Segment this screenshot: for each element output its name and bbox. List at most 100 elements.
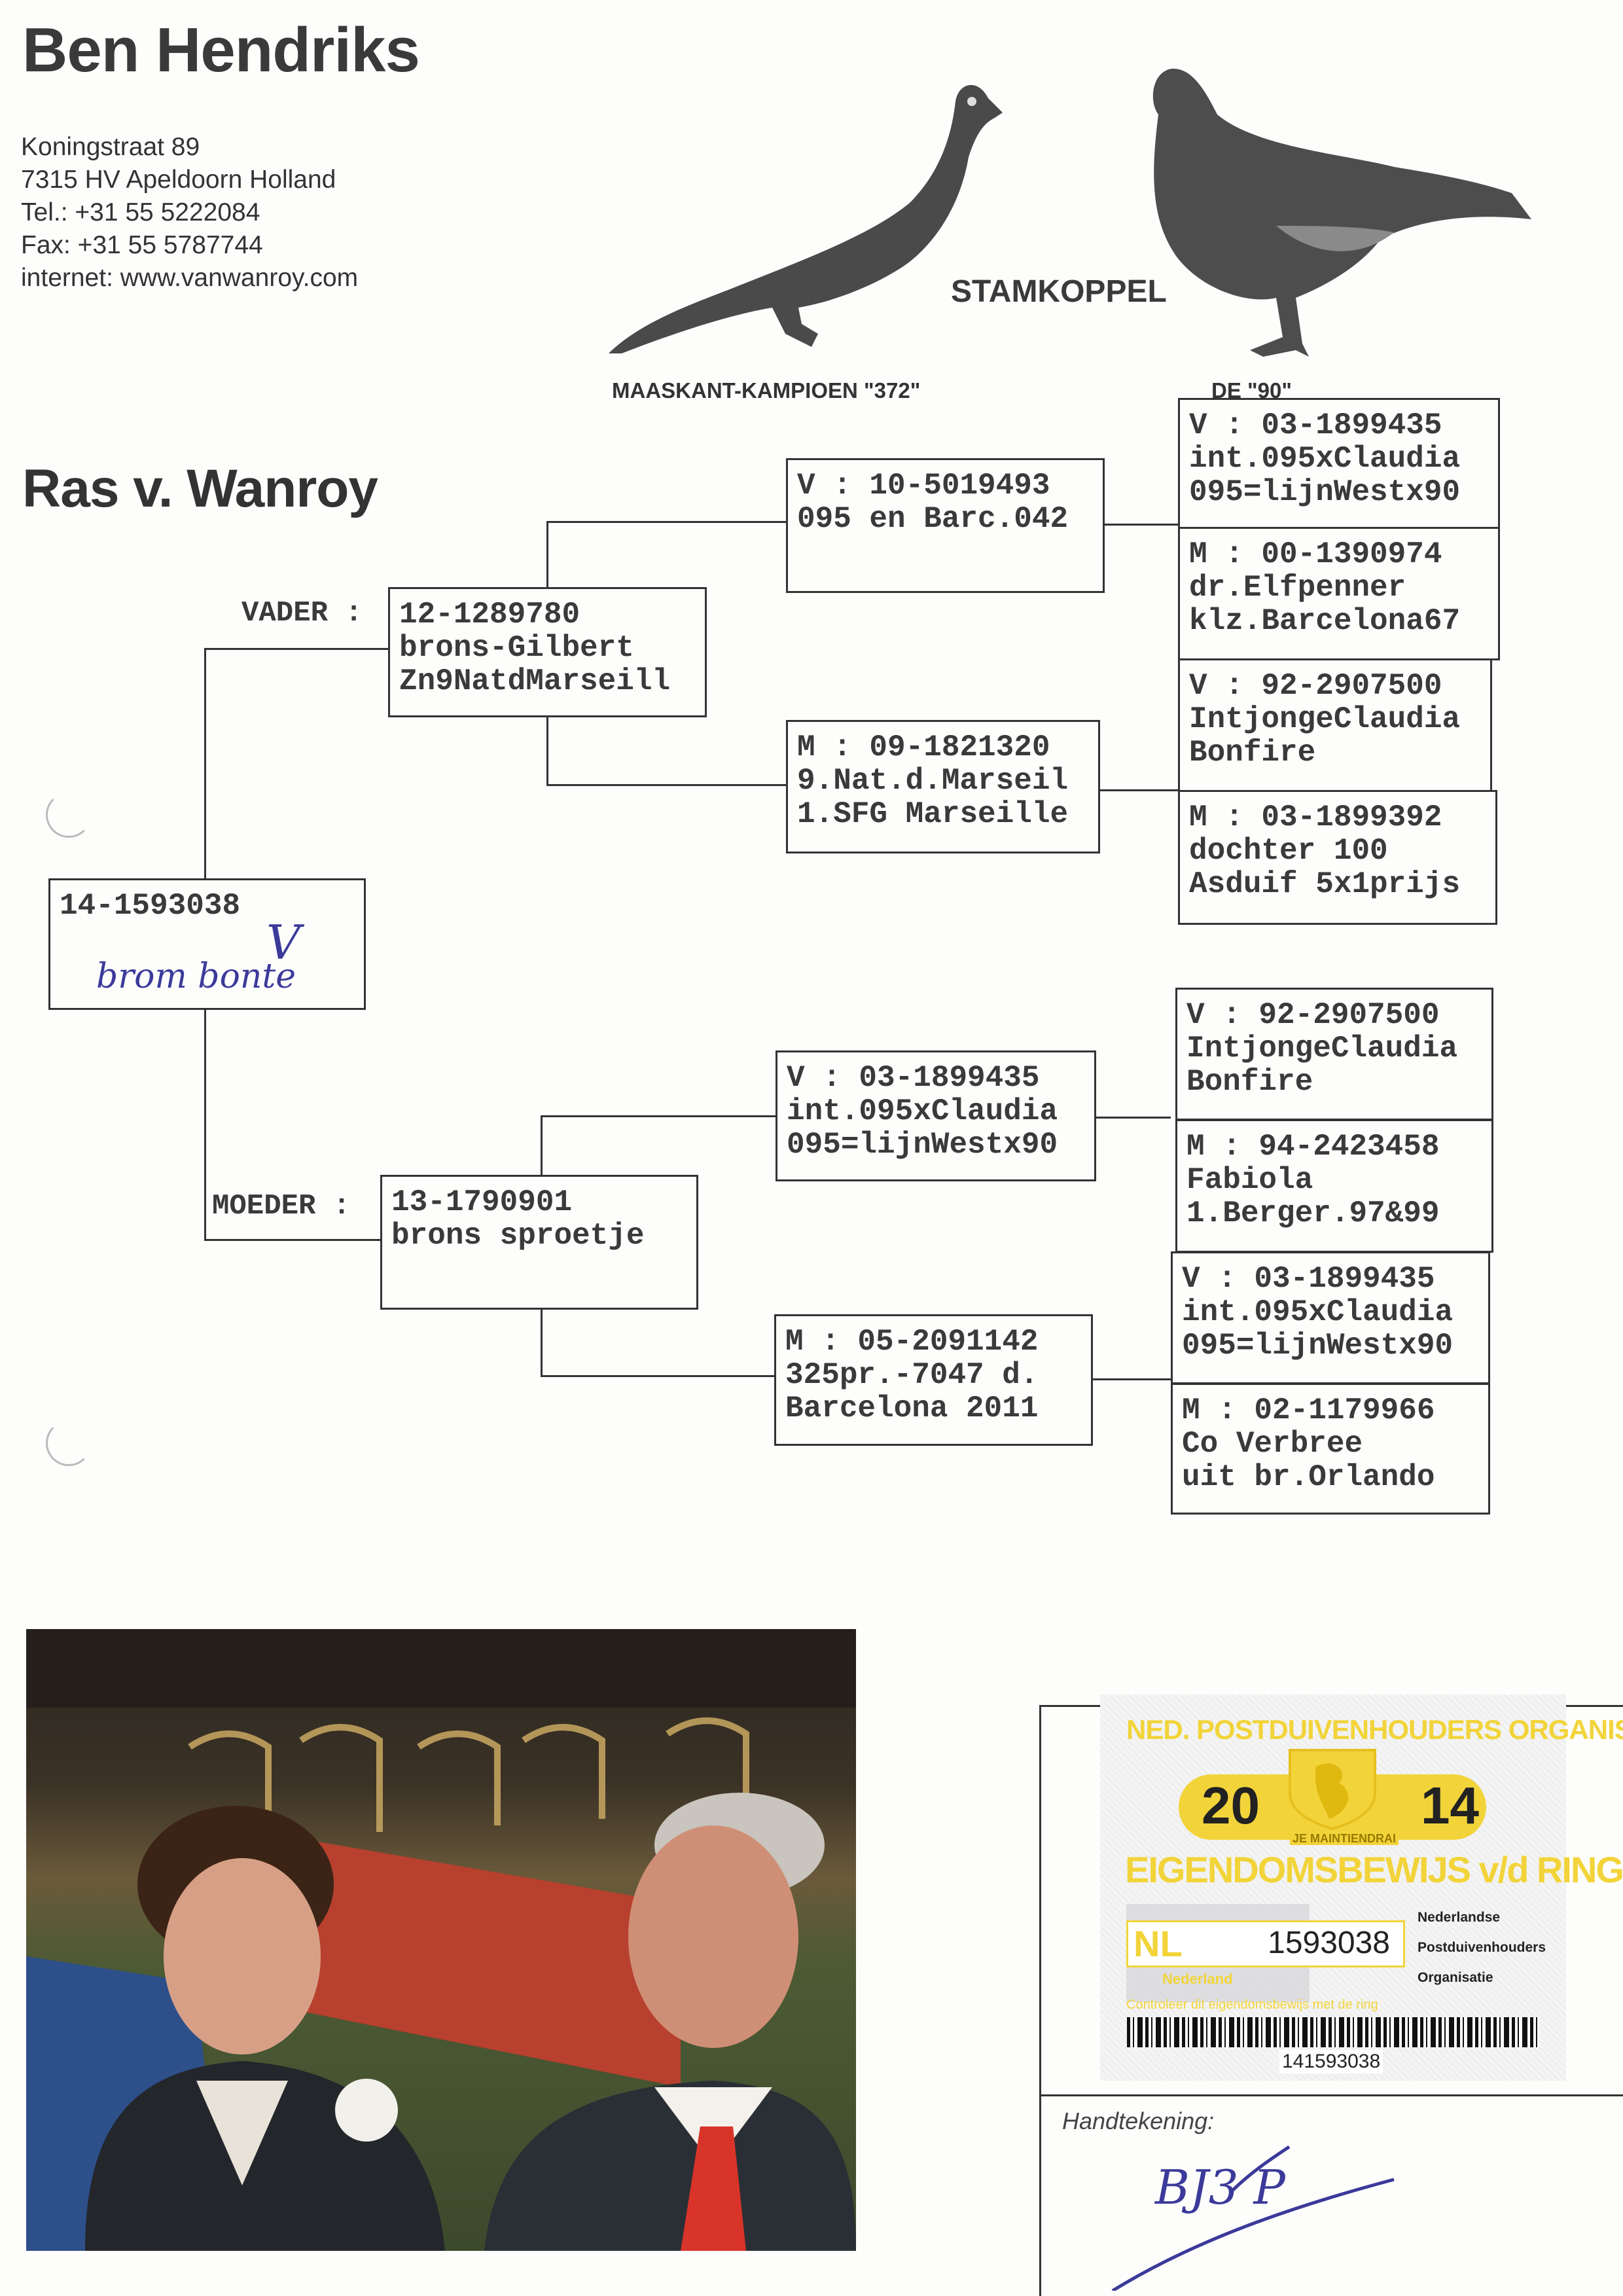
npo-line: Postduivenhouders [1418, 1940, 1546, 1955]
connector-line [204, 648, 388, 650]
pedigree-ff-box: V : 10-5019493 095 en Barc.042 [786, 458, 1105, 593]
punch-hole [46, 792, 92, 838]
map-label: Nederland [1162, 1971, 1233, 1987]
punch-hole [46, 1420, 92, 1466]
pedigree-mff-box: V : 92-2907500 IntjongeClaudia Bonfire [1175, 988, 1493, 1121]
address-city: 7315 HV Apeldoorn Holland [21, 166, 336, 194]
year-left: 20 [1202, 1776, 1260, 1835]
connector-line [546, 717, 548, 785]
pedigree-fm-box: M : 09-1821320 9.Nat.d.Marseil 1.SFG Mar… [786, 720, 1100, 853]
box-line: V : 92-2907500 [1189, 669, 1442, 703]
signature-label: Handtekening: [1062, 2108, 1215, 2134]
pedigree-mm-box: M : 05-2091142 325pr.-7047 d. Barcelona … [774, 1314, 1093, 1446]
box-line: Zn9NatdMarseill [399, 664, 671, 698]
subject-ring: 14-1593038 [60, 889, 241, 923]
box-line: 095=lijnWestx90 [1182, 1329, 1454, 1363]
box-line: dr.Elfpenner [1189, 571, 1406, 605]
ring-number: 1593038 [1268, 1926, 1390, 1960]
box-line: 13-1790901 [391, 1185, 573, 1219]
connector-line [541, 1115, 776, 1117]
address-street: Koningstraat 89 [21, 133, 200, 161]
box-line: int.095xClaudia [1189, 442, 1461, 476]
pedigree-mfm-box: M : 94-2423458 Fabiola 1.Berger.97&99 [1175, 1119, 1493, 1253]
handwritten-check-mark: V [266, 915, 300, 970]
connector-line [1105, 524, 1178, 526]
ring-number-field: NL 1593038 [1126, 1920, 1405, 1967]
pigeon-left-image [609, 84, 1003, 353]
connector-line [204, 1010, 206, 1240]
connector-line [1093, 1378, 1171, 1380]
box-line: Asduif 5x1prijs [1189, 867, 1461, 901]
handwritten-color: brom bonte [96, 957, 296, 996]
box-line: M : 09-1821320 [797, 730, 1050, 764]
box-line: int.095xClaudia [787, 1094, 1058, 1128]
npo-line: Nederlandse [1418, 1910, 1501, 1925]
box-line: 1.Berger.97&99 [1186, 1196, 1440, 1230]
check-instruction: Controleer dit eigendomsbewijs met de ri… [1126, 1998, 1378, 2012]
connector-line [546, 784, 786, 786]
pedigree-father-box: 12-1289780 brons-Gilbert Zn9NatdMarseill [388, 587, 707, 717]
box-line: V : 03-1899435 [1182, 1262, 1435, 1296]
pedigree-mmm-box: M : 02-1179966 Co Verbree uit br.Orlando [1171, 1383, 1490, 1515]
pedigree-mmf-box: V : 03-1899435 int.095xClaudia 095=lijnW… [1171, 1251, 1490, 1384]
barcode-number: 141593038 [1279, 2050, 1383, 2073]
box-line: Barcelona 2011 [785, 1391, 1039, 1426]
address-phone: Tel.: +31 55 5222084 [21, 198, 260, 226]
box-line: uit br.Orlando [1182, 1460, 1435, 1494]
breeder-couple-photo [26, 1629, 856, 2251]
handwritten-signature: BJ3 P [1155, 2160, 1285, 2215]
pedigree-fmm-box: M : 03-1899392 dochter 100 Asduif 5x1pri… [1178, 790, 1497, 925]
box-line: M : 00-1390974 [1189, 537, 1442, 571]
address-fax: Fax: +31 55 5787744 [21, 231, 263, 259]
mother-label: MOEDER : [212, 1190, 351, 1223]
ring-ownership-certificate: NED. POSTDUIVENHOUDERS ORGANISATIE 20 14… [1100, 1695, 1623, 2081]
breeder-address: Koningstraat 89 7315 HV Apeldoorn Hollan… [21, 131, 358, 295]
frame-line [1039, 2094, 1623, 2096]
connector-line [541, 1375, 775, 1377]
certificate-title: EIGENDOMSBEWIJS v/d RING [1125, 1849, 1623, 1890]
connector-line [546, 521, 786, 523]
box-line: Co Verbree [1182, 1427, 1363, 1461]
photo-illustration [26, 1629, 856, 2251]
box-line: Bonfire [1186, 1065, 1313, 1099]
box-line: 095 en Barc.042 [797, 502, 1069, 536]
connector-line [1096, 1117, 1171, 1119]
connector-line [541, 1310, 543, 1376]
barcode [1127, 2017, 1539, 2047]
box-line: V : 03-1899435 [1189, 408, 1442, 442]
connector-line [546, 521, 548, 587]
box-line: 325pr.-7047 d. [785, 1358, 1039, 1392]
box-line: V : 03-1899435 [787, 1061, 1040, 1095]
breeder-name: Ben Hendriks [22, 15, 420, 85]
certificate-org: NED. POSTDUIVENHOUDERS ORGANISATIE [1126, 1714, 1623, 1745]
left-pigeon-caption: MAASKANT-KAMPIOEN "372" [612, 378, 921, 403]
box-line: M : 02-1179966 [1182, 1393, 1435, 1427]
box-line: brons sproetje [391, 1219, 645, 1253]
box-line: 095=lijnWestx90 [787, 1128, 1058, 1162]
box-line: M : 05-2091142 [785, 1325, 1039, 1359]
connector-line [204, 1239, 381, 1241]
box-line: V : 10-5019493 [797, 469, 1050, 503]
box-line: 9.Nat.d.Marseil [797, 764, 1069, 798]
box-line: V : 92-2907500 [1186, 998, 1440, 1032]
box-line: 095=lijnWestx90 [1189, 475, 1461, 509]
box-line: 12-1289780 [399, 598, 580, 632]
connector-line [204, 648, 206, 878]
pedigree-ffm-box: M : 00-1390974 dr.Elfpenner klz.Barcelon… [1178, 527, 1500, 660]
box-line: Bonfire [1189, 736, 1316, 770]
pedigree-mother-box: 13-1790901 brons sproetje [380, 1175, 698, 1310]
box-line: Fabiola [1186, 1163, 1313, 1197]
npo-logo: Nederlandse Postduivenhouders Organisati… [1418, 1903, 1546, 1993]
box-line: IntjongeClaudia [1189, 702, 1461, 736]
box-line: dochter 100 [1189, 834, 1388, 868]
box-line: M : 94-2423458 [1186, 1130, 1440, 1164]
country-code: NL [1133, 1923, 1183, 1964]
npo-line: Organisatie [1418, 1970, 1493, 1985]
certificate-motto: JE MAINTIENDRAI [1290, 1832, 1399, 1845]
pedigree-mf-box: V : 03-1899435 int.095xClaudia 095=lijnW… [776, 1050, 1096, 1181]
box-line: int.095xClaudia [1182, 1295, 1454, 1329]
pedigree-fmf-box: V : 92-2907500 IntjongeClaudia Bonfire [1178, 658, 1492, 792]
connector-line [541, 1115, 543, 1175]
box-line: IntjongeClaudia [1186, 1031, 1458, 1066]
pigeon-right-image [1152, 68, 1531, 357]
